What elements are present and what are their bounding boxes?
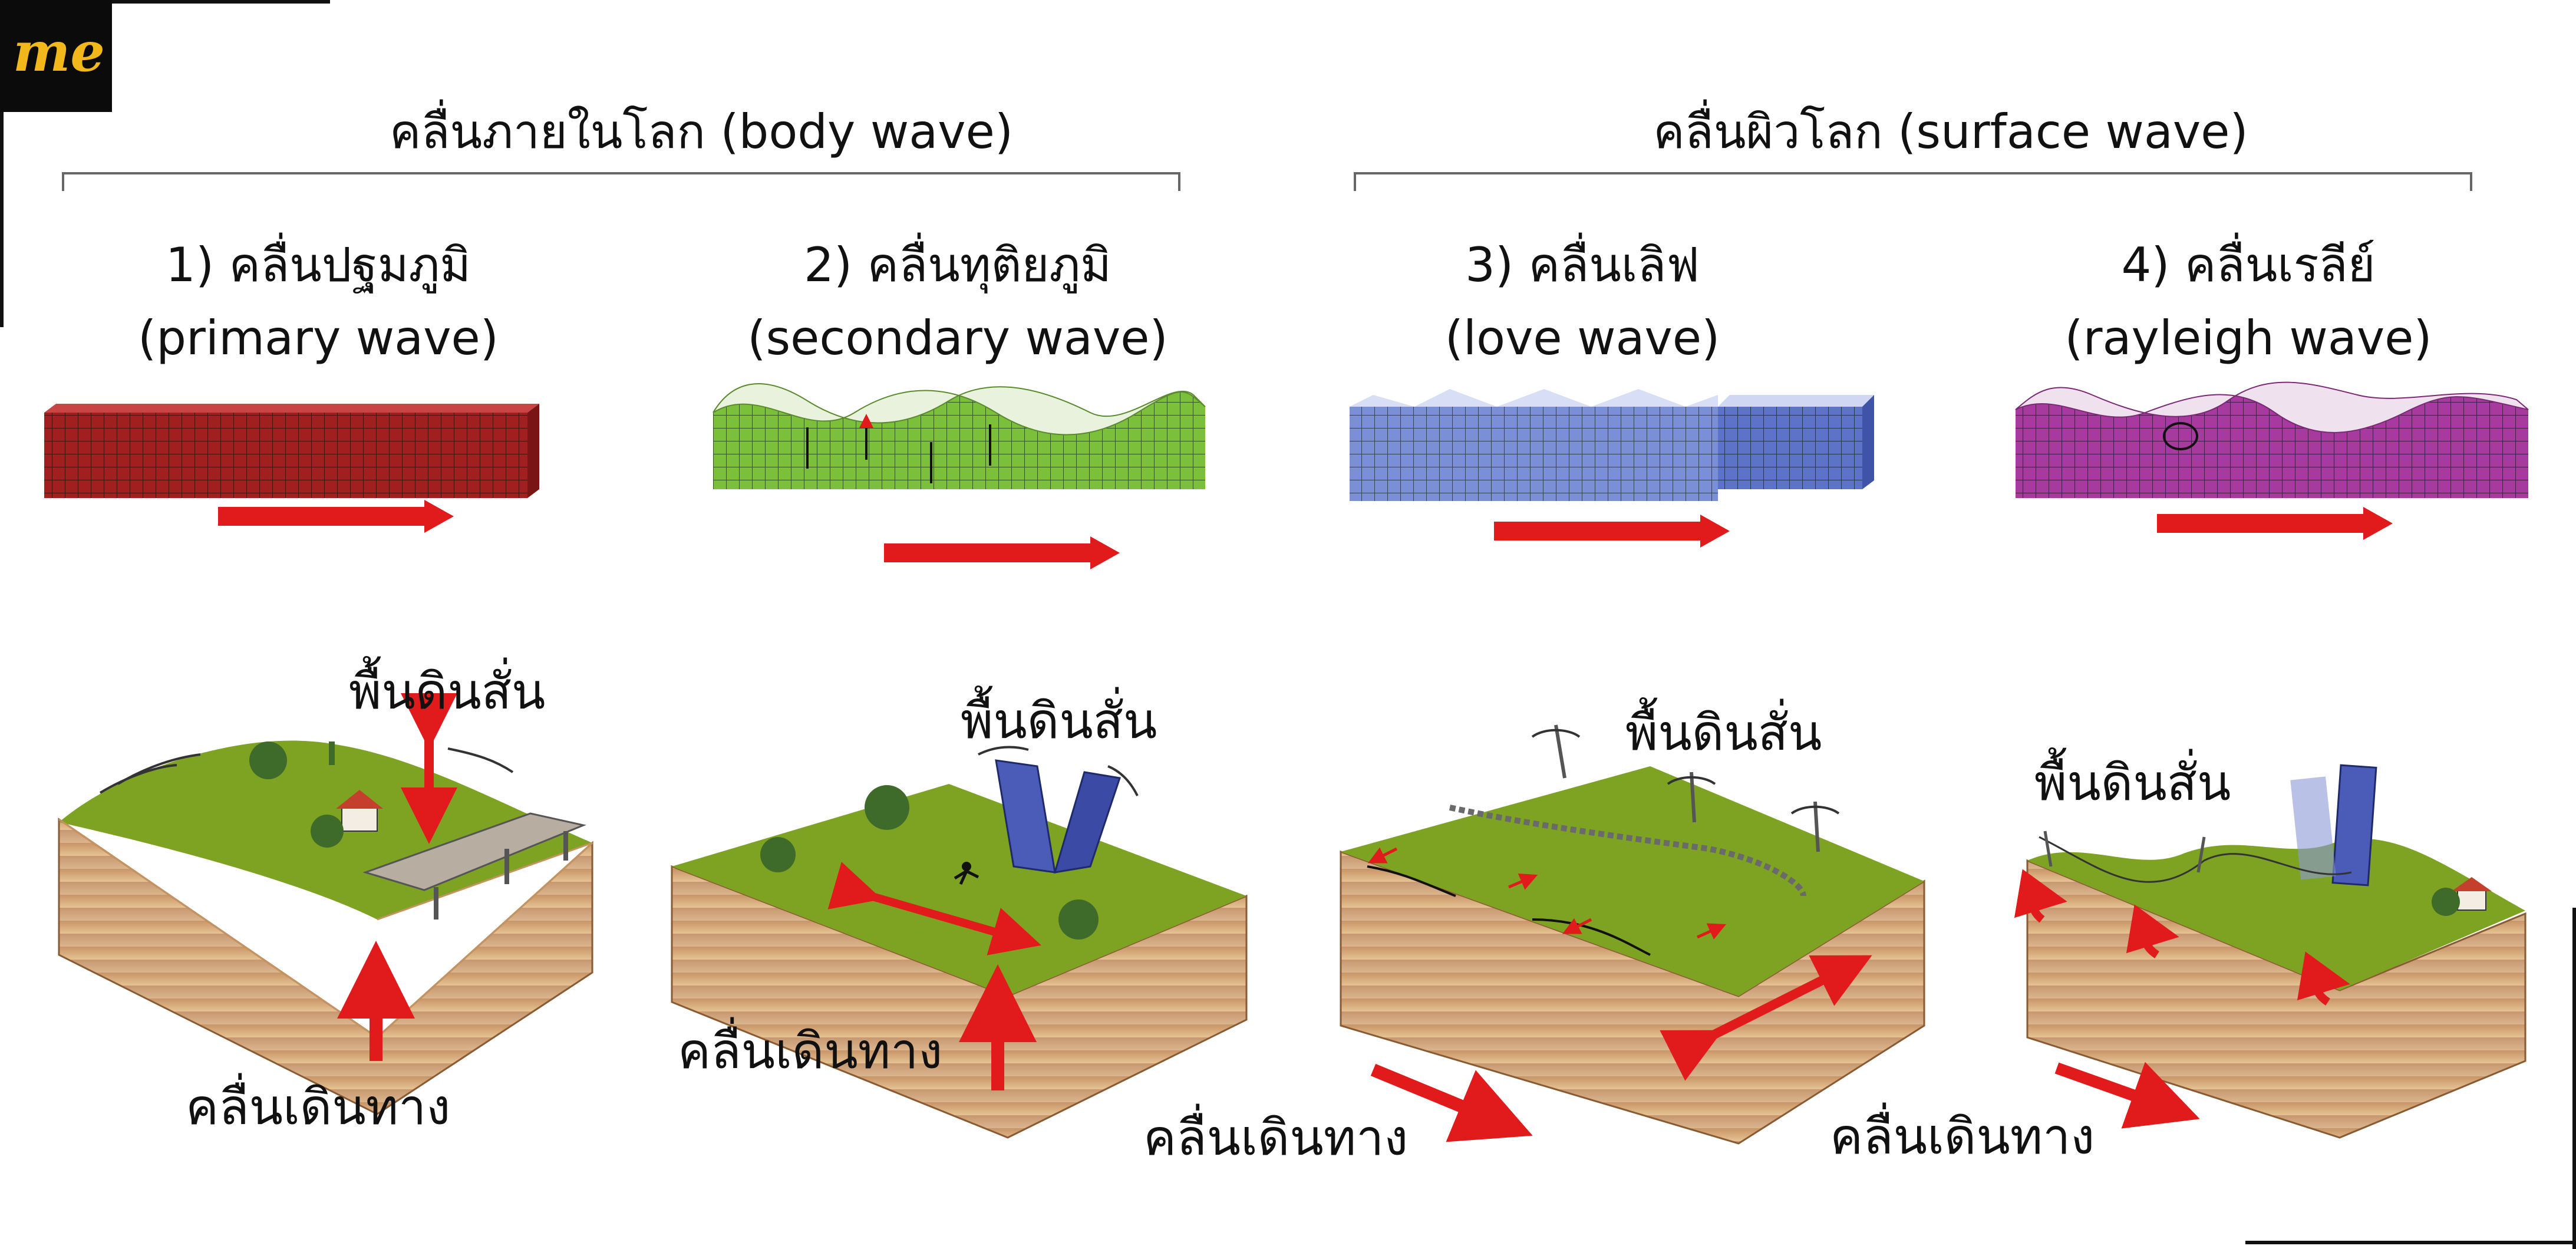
love-ground-block xyxy=(1340,724,1925,1145)
love-wave-arrow xyxy=(1494,515,1730,548)
primary-wave-title-th: 1) คลื่นปฐมภูมิ xyxy=(166,238,471,292)
love-traveling-label: คลื่นเดินทาง xyxy=(1143,1109,1409,1166)
primary-shaking-label: พื้นดินสั่น xyxy=(349,663,546,720)
logo-text: me xyxy=(13,20,105,84)
secondary-wave-arrow xyxy=(884,536,1120,569)
frame-corner-bottom xyxy=(2245,1241,2576,1244)
logo: me xyxy=(0,0,112,112)
primary-wave-title: 1) คลื่นปฐมภูมิ (primary wave) xyxy=(53,229,583,375)
rayleigh-wave-arrow xyxy=(2157,507,2393,540)
primary-traveling-label: คลื่นเดินทาง xyxy=(186,1078,451,1136)
secondary-wave-block xyxy=(713,383,1206,489)
rayleigh-wave-title-th: 4) คลื่นเรลีย์ xyxy=(2121,238,2376,292)
rayleigh-wave-title: 4) คลื่นเรลีย์ (rayleigh wave) xyxy=(1983,229,2514,375)
love-wave-title: 3) คลื่นเลิฟ (love wave) xyxy=(1317,229,1848,375)
rayleigh-traveling-label: คลื่นเดินทาง xyxy=(1830,1108,2095,1165)
primary-wave-title-en: (primary wave) xyxy=(138,311,499,365)
body-wave-bracket xyxy=(62,172,1180,191)
secondary-shaking-label: พื้นดินสั่น xyxy=(961,692,1157,750)
secondary-ground-block xyxy=(671,746,1248,1139)
primary-wave-arrow xyxy=(218,500,454,533)
rayleigh-wave-title-en: (rayleigh wave) xyxy=(2064,311,2432,365)
love-wave-title-th: 3) คลื่นเลิฟ xyxy=(1465,238,1700,292)
frame-corner-top xyxy=(0,0,330,4)
rayleigh-ground-block xyxy=(2014,764,2526,1139)
surface-wave-bracket xyxy=(1354,172,2472,191)
love-wave-title-en: (love wave) xyxy=(1444,311,1720,365)
secondary-wave-title: 2) คลื่นทุติยภูมิ (secondary wave) xyxy=(692,229,1223,375)
body-wave-group-title: คลื่นภายในโลก (body wave) xyxy=(389,104,1014,159)
surface-wave-group-title: คลื่นผิวโลก (surface wave) xyxy=(1653,104,2248,159)
secondary-wave-title-en: (secondary wave) xyxy=(747,311,1168,365)
frame-corner-right xyxy=(2572,908,2576,1249)
love-shaking-label: พื้นดินสั่น xyxy=(1625,704,1822,762)
rayleigh-shaking-label: พื้นดินสั่น xyxy=(2034,754,2231,812)
secondary-wave-title-th: 2) คลื่นทุติยภูมิ xyxy=(804,238,1111,292)
rayleigh-wave-block xyxy=(2015,381,2529,498)
secondary-traveling-label: คลื่นเดินทาง xyxy=(678,1022,943,1080)
primary-wave-block xyxy=(44,404,539,498)
love-wave-block xyxy=(1350,389,1874,501)
frame-corner-left xyxy=(0,0,4,327)
primary-ground-block xyxy=(58,693,593,1115)
